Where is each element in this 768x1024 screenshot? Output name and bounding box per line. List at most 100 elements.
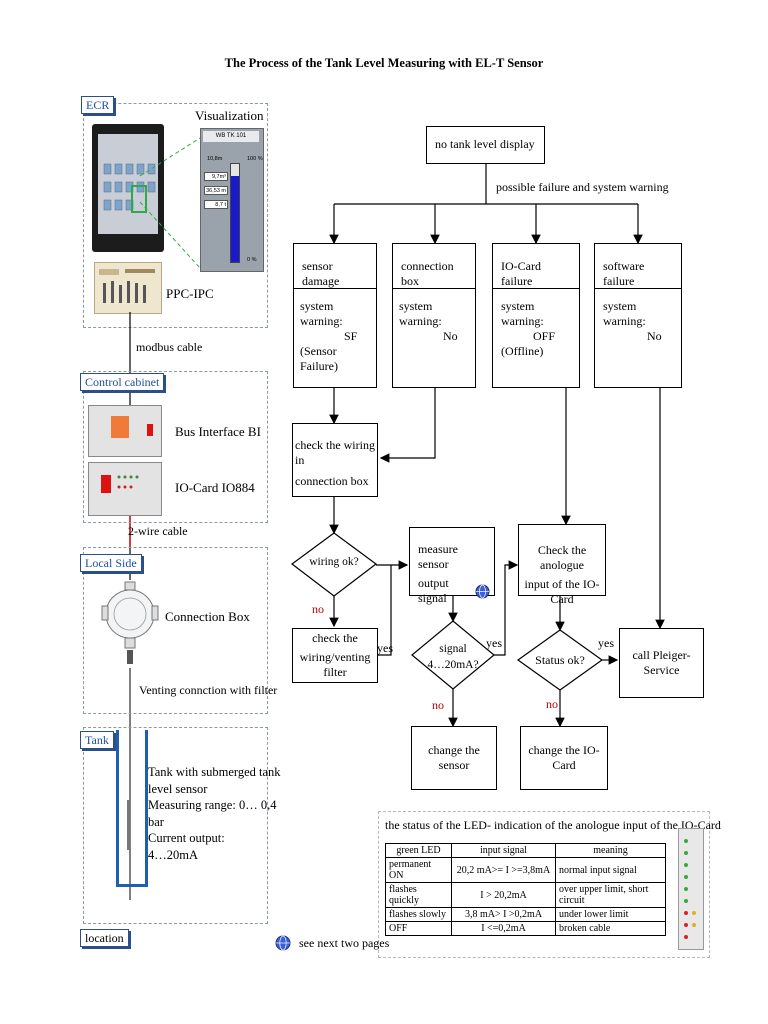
visualization-panel: WB TK 101 10,8m 100 % 9,7m³ 36,53 m 8,7 …	[200, 128, 264, 272]
table-row: OFF I <=0,2mA broken cable	[385, 921, 666, 936]
status-diamond	[516, 629, 604, 691]
warning-line: system warning:	[300, 299, 343, 328]
viz-field-1: 9,7m³	[204, 172, 228, 181]
category-software-failure: software failure system warning: No	[594, 243, 682, 388]
warning-line: system warning:	[399, 299, 442, 328]
bus-interface-label: Bus Interface BI	[175, 424, 261, 439]
table-row: flashes quickly I > 20,2mA over upper li…	[385, 882, 666, 908]
table-cell: 3,8 mA> I >0,2mA	[451, 907, 556, 922]
viz-top-left: 10,8m	[207, 156, 223, 162]
change-iocard-text: change the IO-Card	[528, 743, 600, 772]
change-sensor-box: change the sensor	[411, 726, 497, 790]
signal-line: 4…20mA?	[427, 659, 479, 671]
signal-diamond	[411, 620, 495, 690]
check-wiring-line: connection box	[295, 474, 369, 488]
venting-label: Venting connction with filter	[139, 683, 278, 697]
viz-header: WB TK 101	[203, 131, 259, 142]
wiring-ok-text: wiring ok?	[309, 556, 359, 568]
measure-line: output signal	[418, 576, 449, 605]
ecr-section	[83, 103, 268, 328]
tank-section	[83, 727, 268, 924]
change-iocard-box: change the IO-Card	[520, 726, 608, 790]
bus-interface-device	[88, 405, 162, 457]
location-label: location	[80, 929, 129, 947]
table-cell: flashes slowly	[385, 907, 452, 922]
start-box: no tank level display	[426, 126, 545, 164]
ecr-monitor	[92, 124, 164, 252]
check-wiring-line: check the wiring in	[295, 438, 375, 467]
led-table-title: the status of the LED- indication of the…	[385, 818, 721, 832]
table-cell: normal input signal	[555, 857, 666, 883]
table-row: permanent ON 20,2 mA>= I >=3,8mA normal …	[385, 857, 666, 883]
warning-line: SF	[344, 329, 358, 343]
table-cell: over upper limit, short circuit	[555, 882, 666, 908]
check-wiring-box: check the wiring in connection box	[292, 423, 378, 497]
no-label-3: no	[546, 697, 558, 711]
viz-level-bar	[231, 175, 239, 262]
tank-desc-line: bar	[148, 814, 164, 829]
table-header-row: green LED input signal meaning	[385, 843, 666, 858]
measure-line: measure sensor	[418, 542, 458, 571]
wiring-ok-diamond	[290, 532, 378, 597]
table-cell: I > 20,2mA	[451, 882, 556, 908]
check-filter-line: wiring/venting filter	[299, 650, 371, 679]
local-side-section	[83, 547, 268, 714]
start-text: no tank level display	[435, 137, 535, 151]
signal-text: signal 4…20mA?	[418, 643, 488, 672]
table-header: green LED	[385, 843, 452, 858]
call-service-box: call Pleiger-Service	[619, 628, 704, 698]
table-cell: 20,2 mA>= I >=3,8mA	[451, 857, 556, 883]
tank-desc-line: Tank with submerged tank	[148, 765, 281, 779]
check-filter-line: check the	[312, 631, 358, 645]
check-analogue-line: input of the IO-Card	[524, 577, 600, 606]
table-cell: broken cable	[555, 921, 666, 936]
category-title: software failure	[595, 244, 681, 289]
viz-field-3: 8,7 t	[204, 200, 228, 209]
led-table: green LED input signal meaning permanent…	[385, 843, 666, 936]
category-connection-box: connection box system warning: No	[392, 243, 476, 388]
check-filter-box: check the wiring/venting filter	[292, 628, 378, 683]
tank-vessel	[116, 730, 148, 887]
viz-field-2: 36,53 m	[204, 186, 228, 195]
connection-box-drawing	[101, 581, 159, 664]
warning-line: (Sensor Failure)	[300, 344, 338, 373]
connection-box-label: Connection Box	[165, 609, 250, 624]
warning-line: No	[443, 329, 458, 343]
ecr-screen-grid	[103, 163, 156, 213]
yes-label-1: yes	[377, 641, 393, 655]
table-cell: OFF	[385, 921, 452, 936]
tank-desc-line: Measuring range: 0… 0,4	[148, 798, 277, 812]
warning-line: system warning:	[603, 299, 646, 328]
measure-sensor-box: measure sensor output signal	[409, 527, 495, 605]
viz-bottom-right: 0 %	[247, 257, 257, 263]
see-next-link[interactable]: see next two pages	[275, 935, 389, 951]
control-cabinet-label: Control cabinet	[80, 373, 165, 391]
io-card-label: IO-Card IO884	[175, 480, 255, 495]
page-title: The Process of the Tank Level Measuring …	[224, 56, 544, 70]
status-text: Status ok?	[535, 653, 585, 667]
viz-top-right: 100 %	[247, 156, 263, 162]
table-cell: under lower limit	[555, 907, 666, 922]
change-sensor-text: change the sensor	[428, 743, 480, 772]
globe-icon[interactable]	[475, 584, 490, 599]
table-cell: I <=0,2mA	[451, 921, 556, 936]
visualization-label: Visualization	[195, 108, 264, 123]
category-io-card-failure: IO-Card failure system warning: OFF (Off…	[492, 243, 580, 388]
control-cabinet-section	[83, 371, 268, 523]
tank-desc-line: 4…20mA	[148, 847, 198, 862]
globe-icon	[275, 935, 291, 951]
two-wire-cable-label: 2-wire cable	[128, 524, 188, 538]
yes-label-2: yes	[486, 636, 502, 650]
warning-line: (Offline)	[501, 344, 544, 358]
warning-line: system warning:	[501, 299, 544, 328]
table-header: meaning	[555, 843, 666, 858]
level-sensor	[127, 800, 130, 850]
signal-line: signal	[439, 643, 467, 655]
tank-label: Tank	[80, 731, 114, 749]
modbus-cable-label: modbus cable	[136, 340, 203, 354]
category-title: sensor damage	[294, 244, 376, 289]
viz-level-track	[230, 163, 240, 263]
table-cell: permanent ON	[385, 857, 452, 883]
